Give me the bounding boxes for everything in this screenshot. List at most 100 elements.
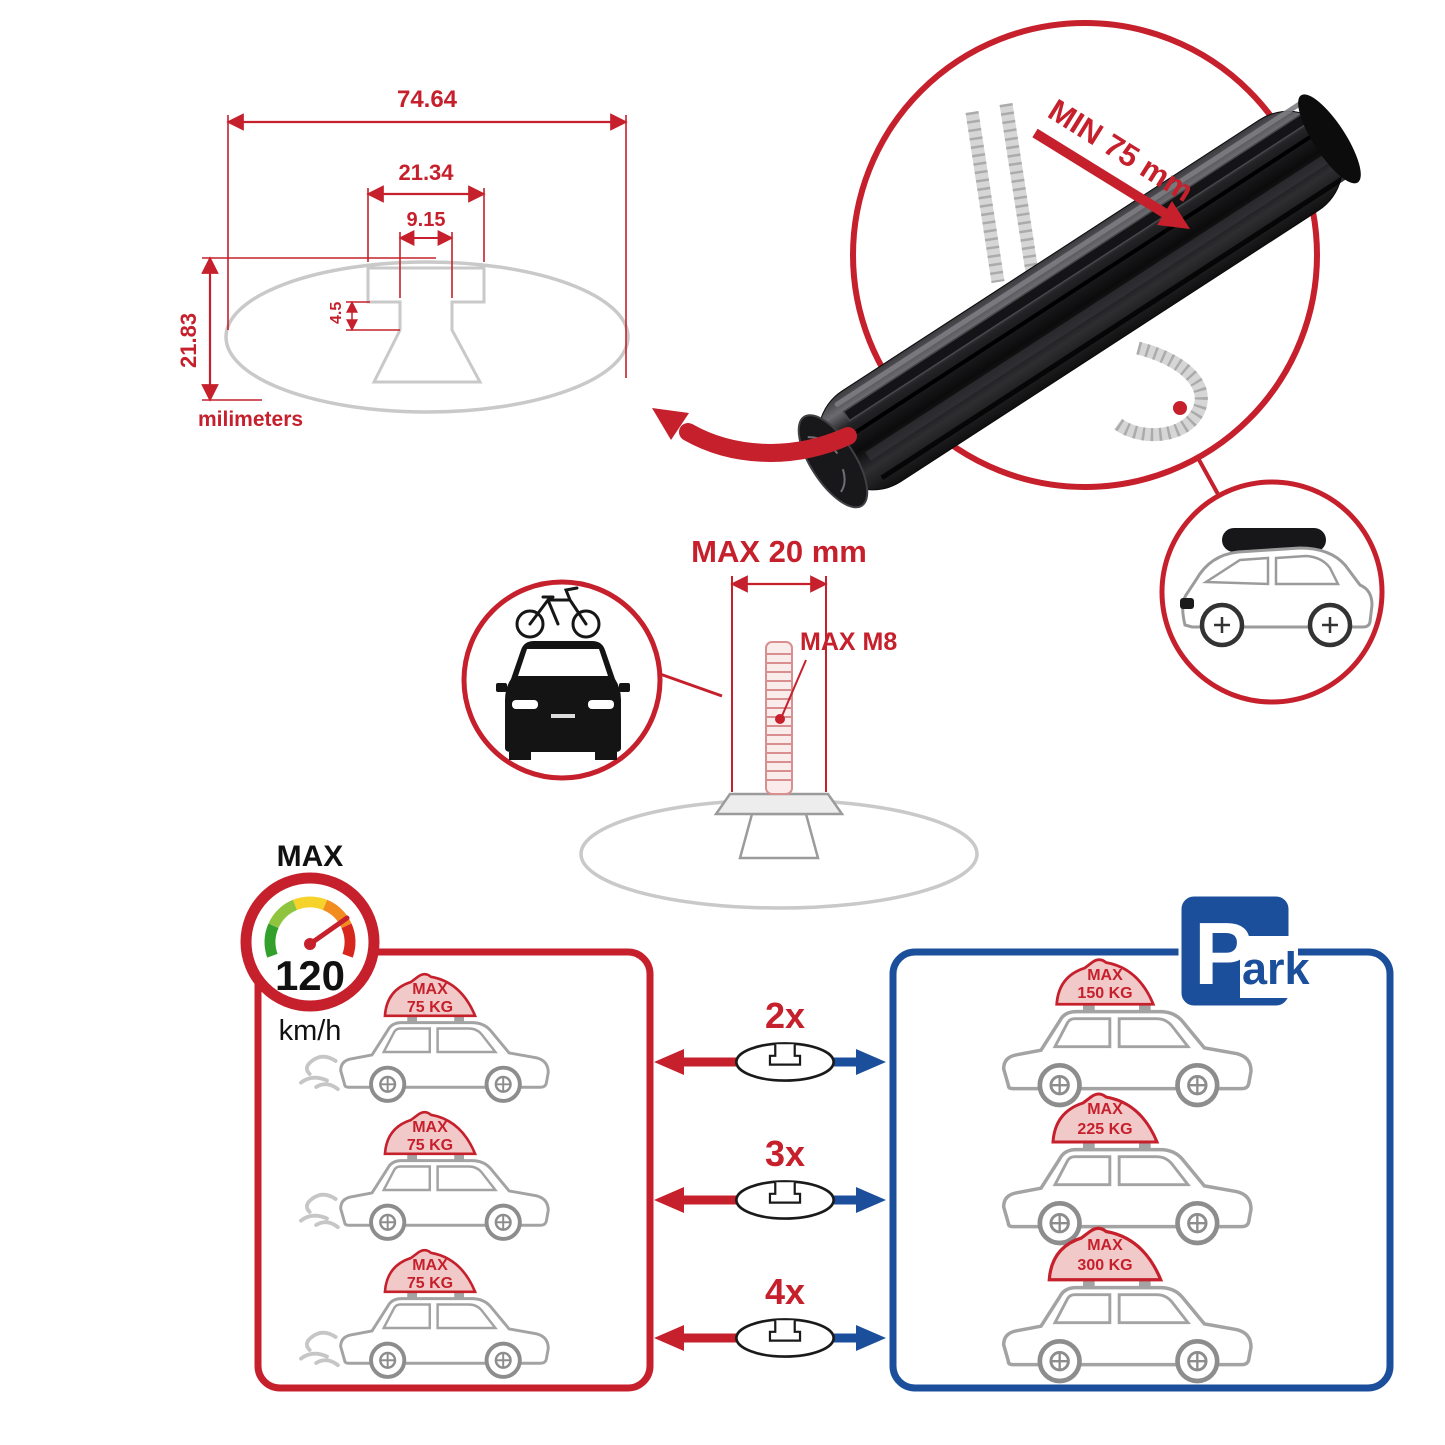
car-grille-slot (551, 714, 575, 718)
u-bolt-lower-hook (1114, 341, 1208, 442)
thread-leader-line (781, 659, 807, 717)
right-car-row-3: MAX 300 KG (1004, 1226, 1251, 1381)
roofbox-suv-circle (1159, 479, 1385, 705)
u-bolt-leg (999, 103, 1039, 273)
bolt-diagram: MAX 20 mm MAX M8 (579, 534, 979, 910)
crossbar-section-icon (734, 1318, 836, 1358)
car-mirror-left (496, 683, 507, 692)
speed-limit-gauge: MAX 120 km/h (240, 840, 380, 1047)
crossbar-groove (852, 123, 1330, 436)
bag-weight-label: 225 KG (1077, 1121, 1132, 1138)
u-bolt-upper-legs (965, 103, 1039, 283)
car-headlight-right (588, 700, 614, 709)
detail-arrow-head (652, 408, 689, 440)
bag-max-label: MAX (412, 1257, 448, 1274)
bag-max-label: MAX (412, 1119, 448, 1136)
suv-wheel-rear-spokes (1322, 617, 1338, 633)
t-nut-foot (738, 812, 820, 860)
bag-weight-label: 75 KG (407, 999, 453, 1016)
gauge-title: MAX (277, 840, 344, 873)
park-suffix: ark (1242, 943, 1311, 994)
bag-weight-label: 75 KG (407, 1137, 453, 1154)
multiplier-row-2: 3x (654, 1133, 886, 1220)
bolt-threads (766, 653, 792, 781)
red-arrow-head (654, 1049, 684, 1075)
bike-frame (528, 586, 588, 626)
clamp-plate (713, 792, 845, 816)
unit-label: milimeters (198, 408, 303, 431)
gauge-needle (307, 915, 350, 947)
blue-arrow-head (856, 1325, 886, 1351)
bolt-length-label: MAX 20 mm (691, 534, 867, 569)
left-car-row-1: MAX 75 KG (299, 972, 551, 1103)
circle-connector-line (1196, 457, 1221, 497)
crossbar-3d (797, 94, 1361, 509)
multiplier-label: 2x (765, 995, 805, 1036)
bag-max-label: MAX (1087, 1101, 1123, 1118)
red-arrow-head (654, 1325, 684, 1351)
bike-wheel-left (515, 609, 545, 639)
multiplier-row-1: 2x (654, 995, 886, 1082)
bag-max-label: MAX (412, 981, 448, 998)
car-windshield (518, 649, 608, 676)
bag-max-label: MAX (1087, 1237, 1123, 1254)
detail-arrow-shaft (679, 423, 857, 462)
gauge-unit: km/h (279, 1015, 342, 1047)
bolt-thread-label: MAX M8 (800, 628, 897, 656)
bar-detail-circle: MIN 75 mm (652, 20, 1361, 509)
bag-weight-label: 300 KG (1077, 1257, 1132, 1274)
suv-grille (1180, 598, 1194, 609)
hook-marker-dot (1173, 401, 1187, 415)
dim-step: 4.5 (328, 302, 345, 324)
dim-slot-inner: 9.15 (407, 209, 446, 231)
car-wheel-left (509, 752, 531, 760)
right-car-row-2: MAX 225 KG (1004, 1092, 1251, 1243)
gauge-needle-hub (304, 938, 316, 950)
blue-arrow-head (856, 1187, 886, 1213)
car-wheel-right (595, 752, 617, 760)
right-car-row-1: MAX 150 KG (1004, 958, 1251, 1105)
left-car-row-3: MAX 75 KG (299, 1248, 551, 1379)
t-slot-profile (366, 266, 486, 384)
gauge-value: 120 (275, 952, 345, 999)
min-clamp-arrow-shaft (1032, 128, 1169, 219)
blue-arrow-head (856, 1049, 886, 1075)
bag-weight-label: 150 KG (1077, 985, 1132, 1002)
gauge-arc-red (341, 923, 356, 958)
bag-weight-label: 75 KG (407, 1275, 453, 1292)
bike-circle-connector (659, 672, 723, 698)
crossbar-highlight (834, 96, 1311, 407)
gauge-arc-lightgreen (268, 899, 298, 929)
gauge-arc-yellow (292, 896, 328, 911)
bar-profile-ellipse (224, 260, 630, 414)
cross-section-diagram: 74.64 21.34 9.15 4.5 21.83 milimeters (176, 86, 630, 431)
multiplier-label: 4x (765, 1271, 805, 1312)
red-arrow-head (654, 1187, 684, 1213)
bike-wheel-right (571, 609, 601, 639)
roof-box-icon (1222, 528, 1326, 552)
multiplier-row-3: 4x (654, 1271, 886, 1358)
u-bolt-leg-threads (965, 111, 1005, 283)
dim-total-width: 74.64 (397, 86, 458, 113)
crossbar-section-icon (734, 1042, 836, 1082)
car-headlight-left (512, 700, 538, 709)
bike-icon (515, 586, 601, 639)
bike-car-circle (461, 579, 723, 781)
thread-leader-dot (775, 714, 785, 724)
crossbar-sheen (865, 143, 1346, 461)
car-mirror-right (619, 683, 630, 692)
min-clamp-arrow-head (1157, 201, 1190, 229)
bag-max-label: MAX (1087, 967, 1123, 984)
suv-wheel-front-spokes (1214, 617, 1230, 633)
multiplier-label: 3x (765, 1133, 805, 1174)
left-car-row-2: MAX 75 KG (299, 1110, 551, 1241)
gauge-arc-green (264, 923, 279, 958)
u-bolt-hook-threads (1114, 341, 1208, 442)
car-front-icon (496, 641, 630, 760)
dim-height: 21.83 (176, 313, 201, 368)
park-sign: P ark (1178, 893, 1311, 1009)
dim-slot-outer: 21.34 (398, 160, 454, 185)
park-suffix-patch (1240, 936, 1298, 998)
